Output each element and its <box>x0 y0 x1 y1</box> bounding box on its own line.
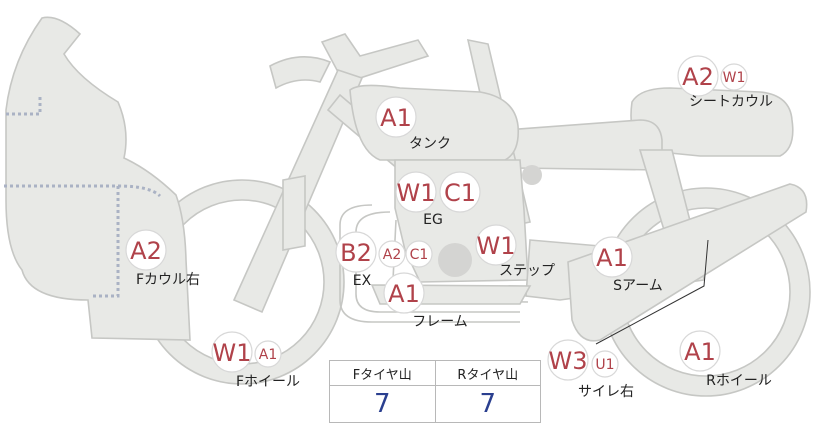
front-tread-header: Fタイヤ山 <box>329 360 436 386</box>
damage-code: W1 <box>723 70 746 86</box>
rear-wheel-label: Rホイール <box>706 373 772 389</box>
code-badge <box>439 171 481 213</box>
code-badge <box>591 236 633 278</box>
exhaust-pipe-shape <box>339 204 520 323</box>
damage-code: B2 <box>340 239 372 267</box>
frame-label: フレーム <box>412 314 468 330</box>
damage-code: A2 <box>682 63 714 91</box>
damage-code: A1 <box>259 347 277 363</box>
front-cowl-label: Fカウル右 <box>136 272 200 288</box>
code-badge <box>395 171 437 213</box>
damage-code: A1 <box>380 104 412 132</box>
muffler-label: サイレ右 <box>578 384 634 400</box>
code-badge <box>475 224 517 266</box>
tank-marker: A1 タンク <box>375 96 451 152</box>
front-wheel-label: Fホイール <box>236 374 300 390</box>
rear-tread-header: Rタイヤ山 <box>434 360 541 386</box>
damage-code: W1 <box>397 179 436 207</box>
damage-code: C1 <box>444 179 476 207</box>
seat-cowl-label: シートカウル <box>689 94 773 110</box>
code-badge <box>211 331 253 373</box>
front-cowl-shape <box>5 16 191 341</box>
motorcycle-silhouette <box>4 16 811 397</box>
code-badge <box>405 240 433 268</box>
code-badge <box>378 240 406 268</box>
frame-marker: A1 フレーム <box>383 272 468 330</box>
step-marker: W1 ステップ <box>475 224 555 279</box>
seat-cowl-marker: A2 W1 シートカウル <box>677 55 773 110</box>
tank-label: タンク <box>409 136 451 152</box>
code-badge <box>677 55 719 97</box>
tire-tread-table: Fタイヤ山 Rタイヤ山 7 7 <box>329 360 541 423</box>
front-tread-value: 7 <box>329 385 436 423</box>
damage-code: A1 <box>684 338 716 366</box>
swing-arm-label: Sアーム <box>613 278 663 294</box>
code-badge <box>547 339 589 381</box>
engine-label: EG <box>423 212 443 228</box>
damage-code: A2 <box>383 247 401 263</box>
code-badge <box>375 96 417 138</box>
damage-code: W1 <box>213 339 252 367</box>
code-badge <box>254 340 282 368</box>
muffler-marker: W3 U1 サイレ右 <box>547 339 634 400</box>
seat-shape <box>502 119 663 171</box>
damage-code: A1 <box>596 244 628 272</box>
exhaust-label: EX <box>353 273 372 289</box>
damage-code: A2 <box>130 237 162 265</box>
code-badge <box>335 231 377 273</box>
damage-code: C1 <box>410 247 429 263</box>
code-badge <box>125 229 167 271</box>
muffler-leader-line <box>595 239 709 345</box>
damage-code: W1 <box>477 232 516 260</box>
muffler-shape <box>567 183 808 342</box>
rear-tread-value: 7 <box>434 385 541 423</box>
code-badge <box>720 63 748 91</box>
code-badge <box>591 350 619 378</box>
damage-code: W3 <box>549 347 588 375</box>
code-badge <box>383 272 425 314</box>
step-label: ステップ <box>499 263 555 279</box>
code-badge <box>679 330 721 372</box>
damage-code: U1 <box>595 357 614 373</box>
damage-code: A1 <box>388 280 420 308</box>
